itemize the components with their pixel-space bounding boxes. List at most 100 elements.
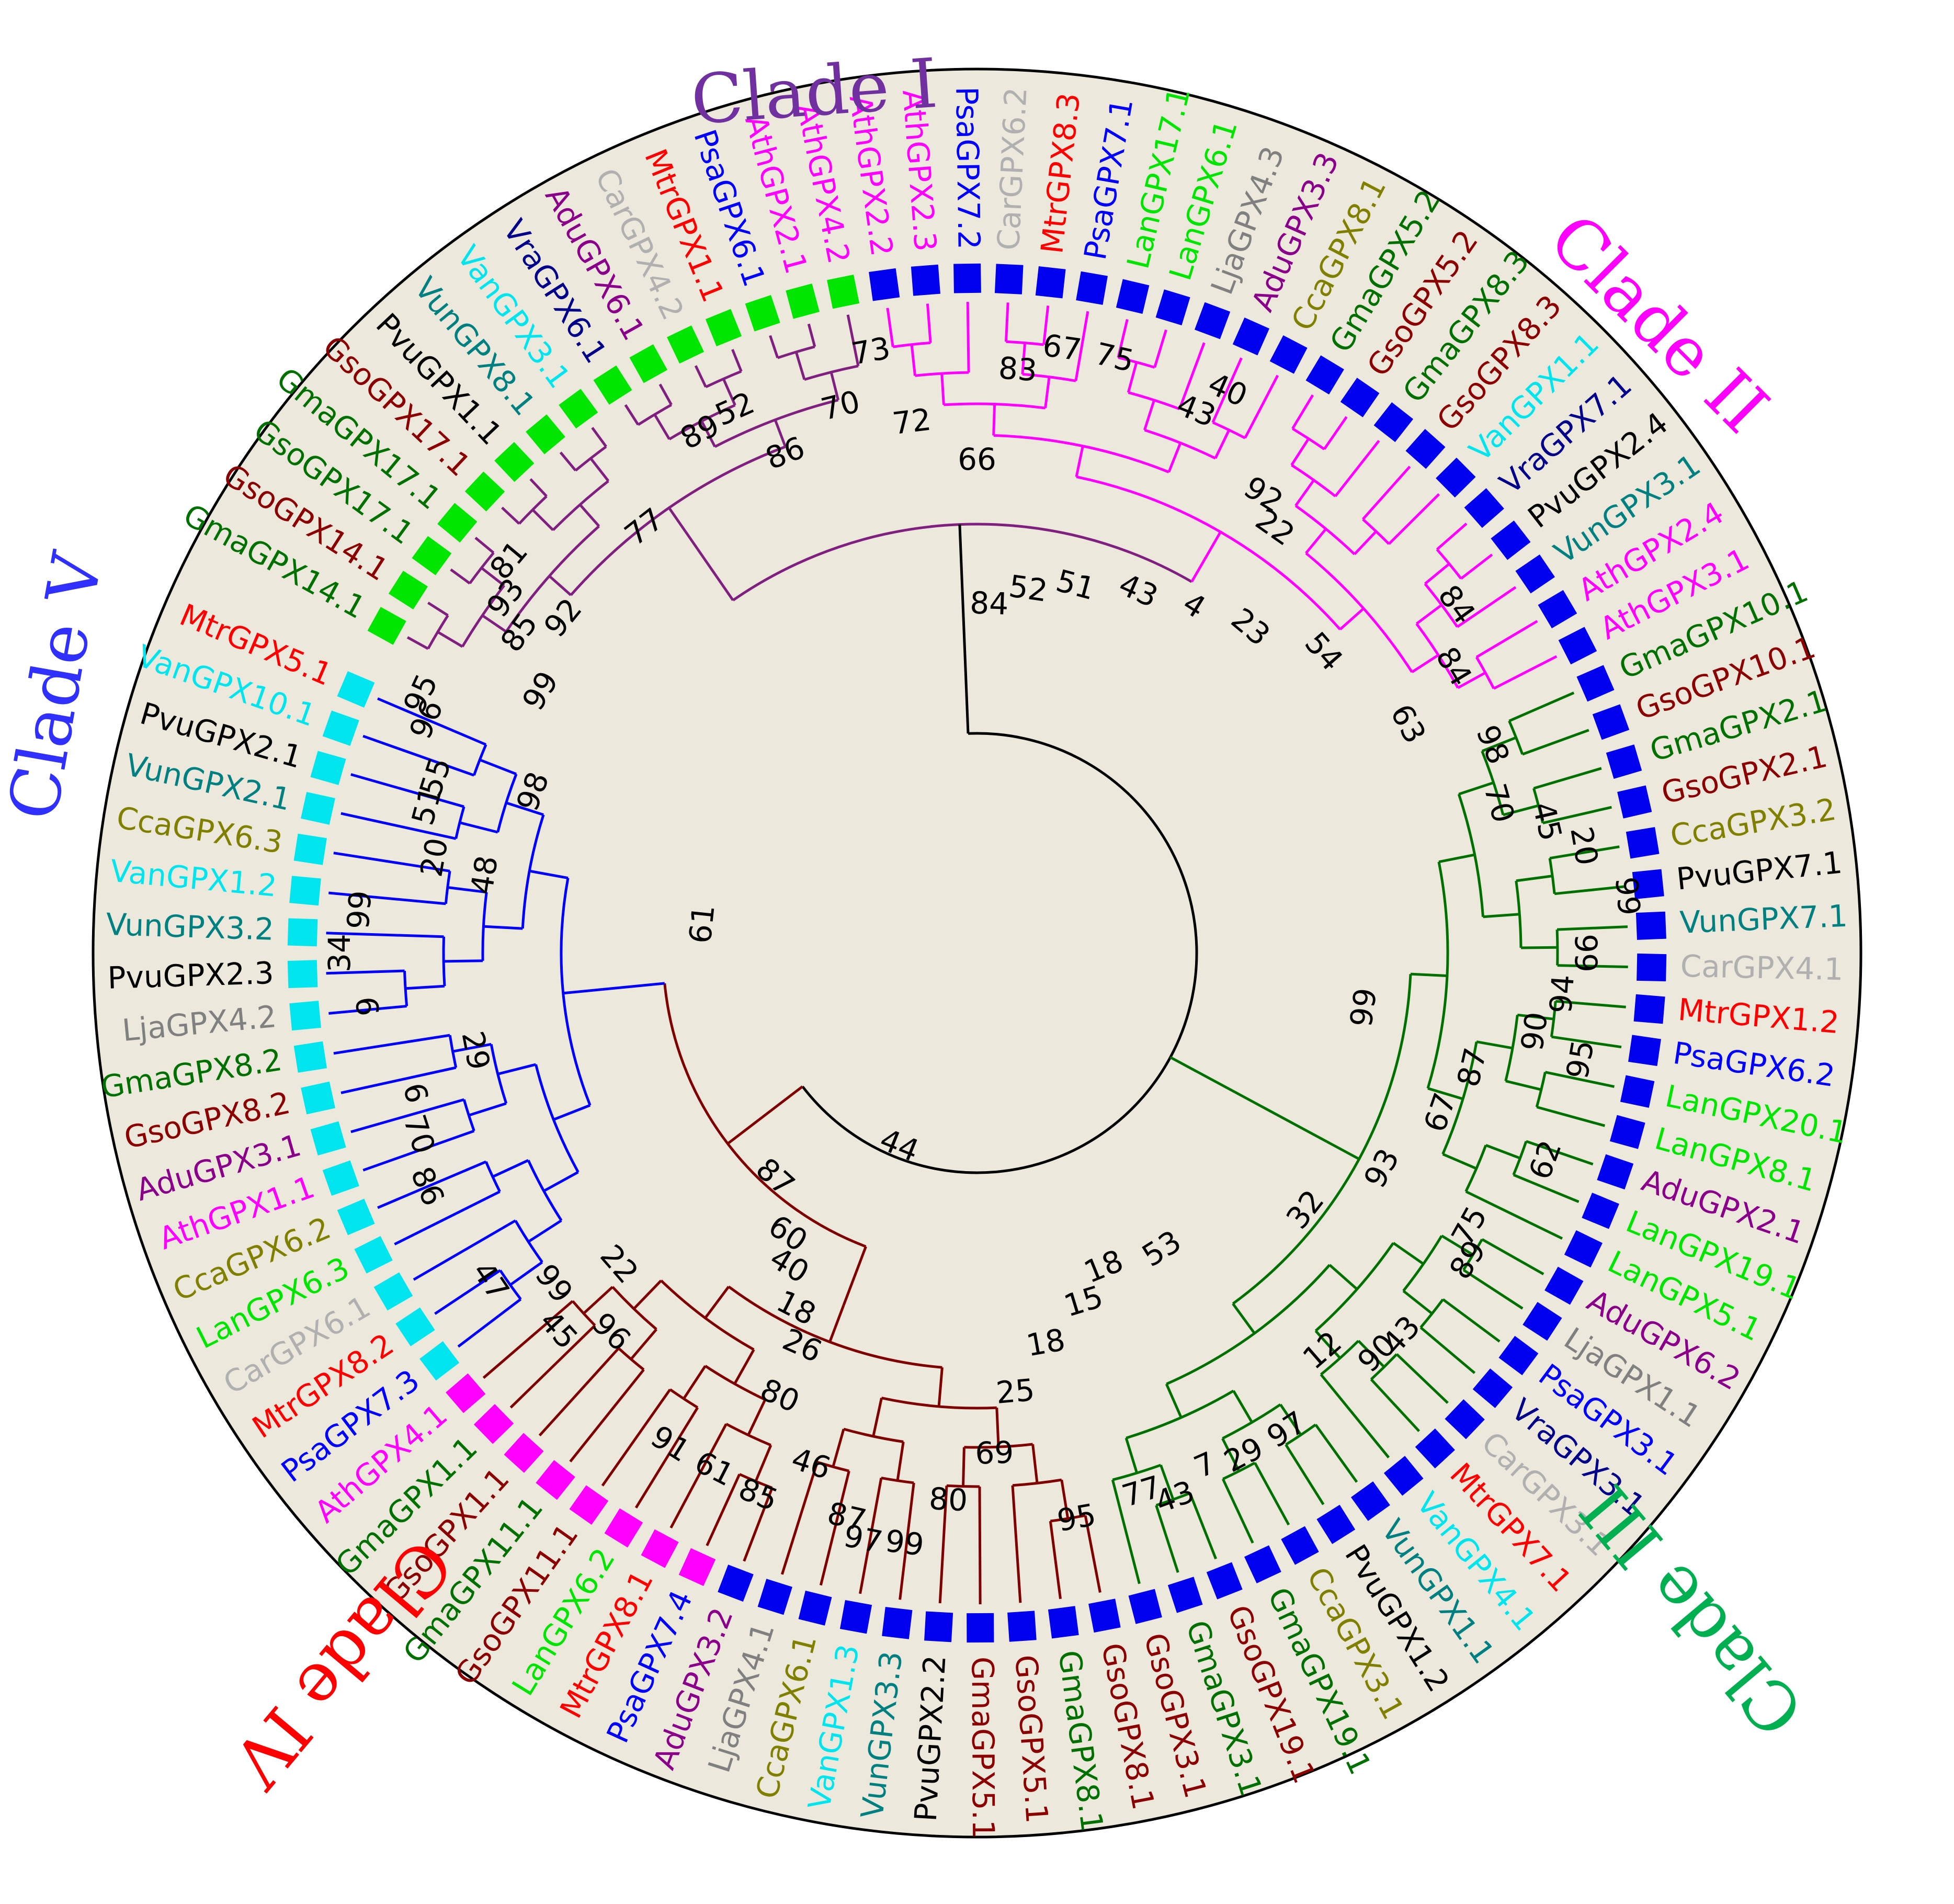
clade-marker [1498,1335,1539,1376]
clade-marker [1628,1035,1661,1066]
branch-line [1544,1071,1615,1088]
branch-arc [1550,1001,1557,1037]
branch-line [774,419,787,447]
branch-line [527,1219,562,1243]
branch-line [531,508,554,531]
branch-arc [1212,421,1246,439]
branch-line [872,1398,883,1437]
clade-label-i: Clade I [688,43,940,140]
branch-line [722,378,736,406]
branch-line [683,1365,707,1400]
branch-line [1536,1105,1606,1127]
clade-marker [569,1485,609,1525]
clade-marker [994,264,1024,294]
clade-marker [367,607,406,645]
clade-marker [678,1548,716,1586]
clade-marker [504,1433,544,1473]
clade-marker [629,344,668,383]
bootstrap-value: 69 [974,1434,1014,1471]
branch-line [1357,1340,1385,1368]
branch-line [1124,1437,1139,1474]
bootstrap-value: 25 [995,1372,1036,1411]
bootstrap-value: 90 [1514,1010,1555,1053]
branch-line [1221,1437,1241,1472]
clade-marker [1635,911,1666,940]
clade-marker [786,284,820,319]
branch-line [1427,1087,1463,1101]
clade-marker [354,1236,393,1274]
branch-arc [804,365,859,381]
branch-line [1458,781,1494,796]
branch-line [731,349,743,372]
branch-line [1462,1268,1524,1310]
branch-line [569,1368,645,1463]
bootstrap-value: 95 [1054,1497,1098,1539]
branch-arc [1419,1298,1444,1329]
branch-line [1049,1521,1062,1600]
clade-marker [322,710,359,746]
clade-marker [1633,994,1665,1024]
branch-line [1456,586,1517,628]
branch-line [529,869,569,880]
branch-arc [521,814,545,929]
branch-line [658,383,673,406]
branch-line [633,1279,662,1310]
branch-line [1044,377,1051,409]
clade-marker [1232,318,1270,356]
clade-marker [287,918,318,947]
branch-line [630,1328,658,1361]
branch-arc [1006,340,1044,346]
branch-line [1320,1374,1390,1459]
branch-line [1178,342,1206,410]
branch-line [966,302,970,373]
branch-line [1522,729,1589,756]
branch-line [1526,1140,1594,1166]
bootstrap-value: 61 [682,903,721,945]
clade-marker [373,1272,413,1311]
leaf-label: VunGPX7.1 [1679,898,1848,940]
clade-marker [388,571,428,610]
branch-line [819,1470,850,1586]
branch-line [1117,319,1129,358]
clade-marker [869,268,900,301]
clade-marker [1620,1075,1655,1108]
branch-line [653,414,671,440]
bootstrap-value: 99 [883,1523,926,1562]
branch-line [509,1261,543,1286]
branch-line [1481,736,1517,753]
bootstrap-value: 66 [958,441,996,477]
bootstrap-value: 75 [1092,336,1137,379]
branch-arc [403,970,408,1006]
clade-marker [882,1607,913,1639]
branch-line [1084,1515,1101,1593]
clade-marker [1373,402,1414,443]
clade-marker [289,1001,321,1031]
branch-arc [1076,475,1342,630]
bootstrap-value: 99 [1568,934,1604,972]
branch-line [1505,1080,1542,1091]
branch-line [733,1348,755,1385]
clade-marker [1405,428,1446,469]
clade-marker [1523,1302,1562,1341]
branch-line [505,801,544,816]
clade-marker [293,833,327,865]
branch-line [474,537,495,554]
branch-line [1339,607,1365,631]
branch-line [780,1461,819,1575]
branch-line [1244,375,1279,439]
branch-line [1190,558,1206,583]
branch-line [1555,1000,1626,1008]
branch-line [1415,604,1442,625]
branch-line [1508,692,1575,722]
branch-line [1042,305,1050,345]
branch-arc [1508,720,1524,755]
branch-line [1211,357,1243,423]
branch-line [1254,1462,1290,1526]
clade-marker [1116,279,1150,314]
branch-line [1323,416,1348,450]
clade-marker [1305,355,1344,395]
leaf-label: PsaGPX7.2 [949,86,986,250]
clade-marker [1048,1606,1079,1639]
branch-line [1326,1140,1360,1161]
